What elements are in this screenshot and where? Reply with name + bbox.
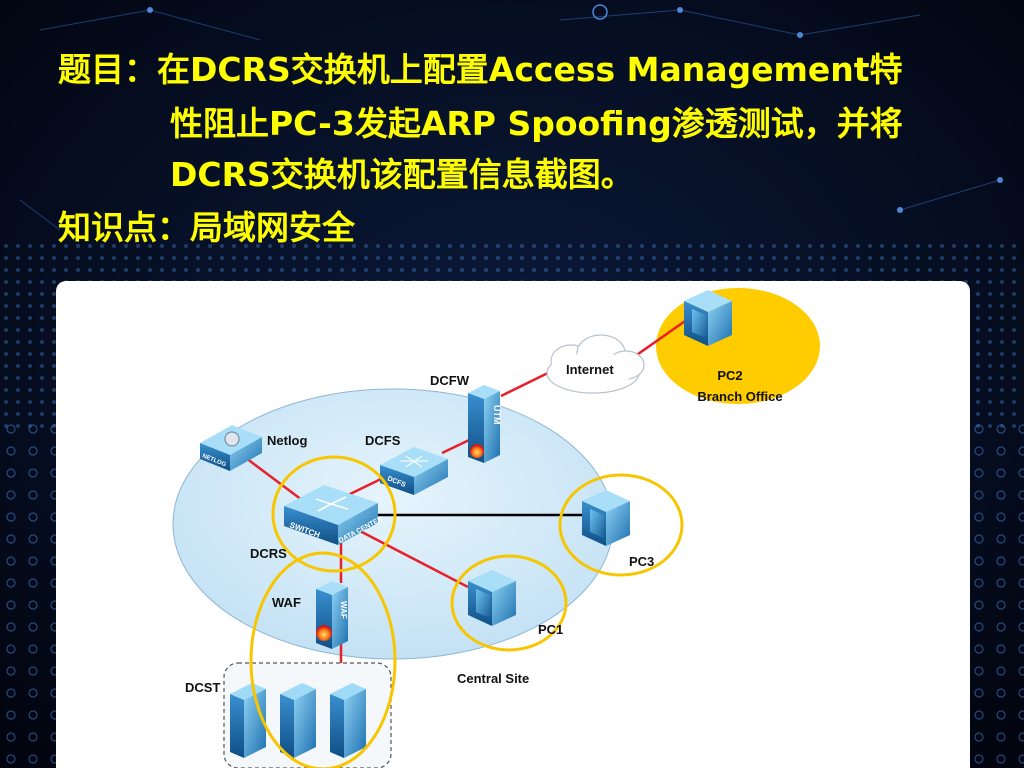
label-central-site: Central Site bbox=[457, 671, 529, 686]
storage-server-icon bbox=[280, 683, 316, 758]
label-pc1: PC1 bbox=[538, 622, 563, 637]
utm-tag: UTM bbox=[492, 405, 502, 425]
internet-cloud-icon bbox=[546, 334, 645, 394]
waf-device-icon bbox=[316, 581, 348, 649]
label-internet: Internet bbox=[566, 362, 614, 377]
dcfw-firewall-icon bbox=[468, 385, 500, 463]
network-topology-diagram: UTM DCFS NETLOG SWITCH DATA CENTER bbox=[172, 288, 820, 768]
knowledge-point-line: 知识点：局域网安全 bbox=[58, 201, 355, 249]
knowledge-text: 局域网安全 bbox=[190, 208, 355, 247]
pc1-computer-icon bbox=[468, 570, 516, 626]
question-prefix: 题目： bbox=[58, 50, 157, 89]
label-netlog: Netlog bbox=[267, 433, 308, 448]
label-pc3: PC3 bbox=[629, 554, 654, 569]
question-title-line-2: 性阻止PC-3发起ARP Spoofing渗透测试，并将 bbox=[170, 104, 903, 143]
label-waf: WAF bbox=[272, 595, 301, 610]
question-title-line-3: DCRS交换机该配置信息截图。 bbox=[170, 155, 634, 194]
label-pc2: PC2 bbox=[717, 368, 742, 383]
netlog-device-icon bbox=[200, 425, 262, 471]
storage-server-icon bbox=[330, 683, 366, 758]
label-dcst: DCST bbox=[185, 680, 220, 695]
pc3-computer-icon bbox=[582, 490, 630, 546]
highlight-ring-dcrs bbox=[271, 455, 397, 573]
fire-icon bbox=[470, 444, 484, 458]
label-branch-office: Branch Office bbox=[697, 389, 782, 404]
fire-icon bbox=[316, 625, 332, 641]
link-dcrs-pc1 bbox=[355, 527, 469, 589]
gauge-icon bbox=[224, 431, 240, 447]
label-dcfs: DCFS bbox=[365, 433, 401, 448]
branch-office-zone bbox=[656, 288, 820, 404]
pc2-computer-icon bbox=[684, 290, 732, 346]
dcfs-device-icon bbox=[380, 447, 448, 495]
storage-server-icon bbox=[230, 683, 266, 758]
diagram-panel: UTM DCFS NETLOG SWITCH DATA CENTER bbox=[56, 281, 970, 768]
question-title-line-1: 题目：在DCRS交换机上配置Access Management特 bbox=[58, 43, 903, 91]
link-internet-pc2 bbox=[630, 317, 689, 361]
waf-tag: WAF bbox=[339, 601, 348, 619]
dcrs-switch-icon bbox=[284, 485, 378, 545]
highlight-ring-pc1 bbox=[450, 554, 568, 652]
label-dcrs: DCRS bbox=[250, 546, 287, 561]
highlight-ring-waf-dcst bbox=[249, 551, 397, 768]
question-text-1: 在DCRS交换机上配置Access Management特 bbox=[157, 50, 903, 89]
label-dcfw: DCFW bbox=[430, 373, 470, 388]
knowledge-prefix: 知识点： bbox=[58, 208, 190, 247]
highlight-ring-pc3 bbox=[558, 473, 684, 577]
